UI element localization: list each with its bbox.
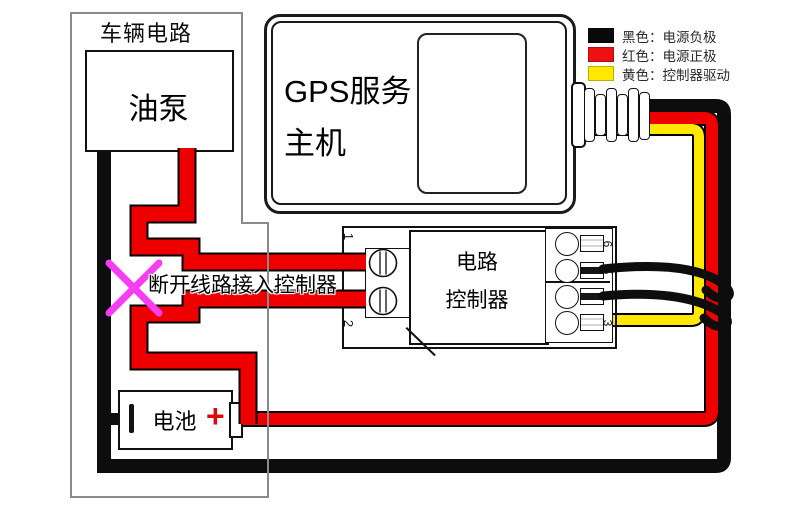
oil-pump-label: 油泵 [128, 93, 189, 126]
legend-row-red: 红色：电源正极 [588, 45, 730, 64]
terminal-number-3: 3 [600, 319, 614, 327]
coil-bar [639, 92, 650, 140]
terminal-circle-6 [555, 232, 579, 256]
legend-row-yellow: 黄色：控制器驱动 [588, 64, 730, 83]
battery-minus-terminal [129, 404, 134, 433]
terminal-block-divider [546, 281, 610, 283]
terminal-number-5: 5 [600, 267, 614, 275]
cut-instruction-note: 断开线路接入控制器 [148, 274, 337, 297]
gps-host-title: GPS服务 主机 [284, 66, 411, 170]
gps-title-line1: GPS服务 [284, 74, 412, 109]
gps-title-line2: 主机 [284, 126, 346, 161]
legend-label: 红色：电源正极 [622, 48, 717, 64]
vehicle-circuit-label: 车辆电路 [100, 21, 193, 46]
terminal-circle-5 [555, 259, 579, 283]
legend-label: 黑色：电源负极 [622, 29, 717, 45]
gps-label-area [417, 33, 527, 194]
terminal-circle-3 [555, 311, 579, 335]
terminal-number-1: 1 [341, 232, 357, 241]
coil-bar [584, 88, 595, 142]
legend: 黑色：电源负极 红色：电源正极 黄色：控制器驱动 [588, 26, 730, 83]
coil-bar [617, 94, 628, 136]
terminal-5-black-wire [598, 261, 734, 303]
black-wire-swatch [588, 28, 614, 43]
legend-label: 黄色：控制器驱动 [622, 67, 730, 83]
controller-title: 电路 控制器 [409, 244, 545, 320]
coil-bar [606, 88, 617, 142]
controller-title-line2: 控制器 [445, 289, 509, 312]
terminal-number-6: 6 [600, 240, 614, 248]
coil-bar [628, 88, 639, 142]
controller-title-line1: 电路 [456, 251, 498, 274]
terminal-4-black-wire [598, 289, 732, 331]
battery-positive-nub [229, 402, 243, 438]
red-wire-swatch [588, 47, 614, 62]
battery-plus-terminal: + [206, 398, 225, 434]
terminal-circle-4 [555, 285, 579, 309]
yellow-wire-swatch [588, 66, 614, 81]
controller-screw-block [365, 248, 412, 318]
legend-row-black: 黑色：电源负极 [588, 26, 730, 45]
terminal-number-2: 2 [341, 319, 357, 328]
terminal-number-4: 4 [600, 293, 614, 301]
coil-bar [595, 94, 606, 136]
